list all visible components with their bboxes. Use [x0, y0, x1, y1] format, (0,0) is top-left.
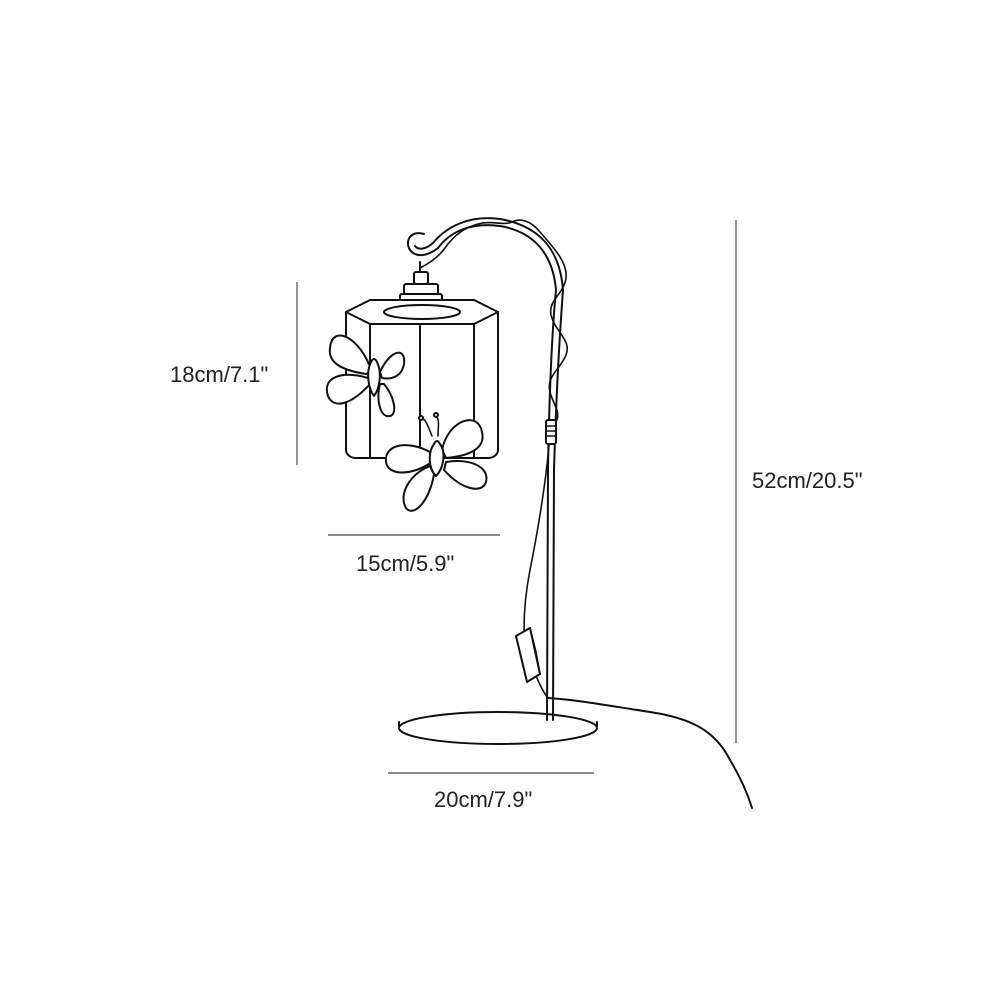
power-cord	[547, 697, 753, 809]
inline-switch	[515, 627, 541, 683]
lamp-base	[398, 711, 598, 745]
base-width-label: 20cm/7.9"	[434, 787, 533, 812]
butterfly-upper	[325, 334, 406, 418]
butterfly-lower	[384, 412, 488, 512]
shade-width-label: 15cm/5.9"	[356, 551, 455, 576]
total-height-label: 52cm/20.5"	[752, 468, 863, 493]
lamp-shade	[345, 299, 499, 459]
vine-wire	[419, 219, 569, 421]
shade-height-label: 18cm/7.1"	[170, 362, 269, 387]
cord-connector	[545, 419, 557, 445]
lamp-socket	[399, 261, 443, 305]
